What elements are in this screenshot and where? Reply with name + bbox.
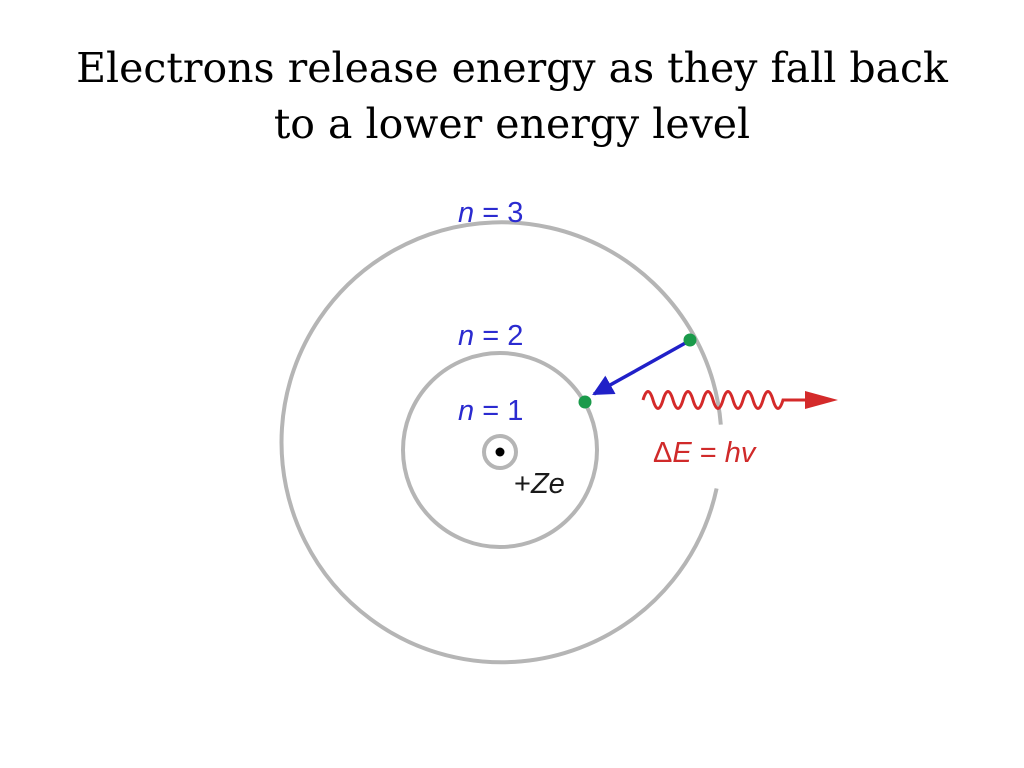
electron-initial xyxy=(683,333,697,347)
transition-arrow xyxy=(592,339,690,396)
orbit-n2 xyxy=(401,351,599,549)
nucleus-charge-label: +Ze xyxy=(514,468,565,500)
electron-final xyxy=(578,395,592,409)
orbit-n3 xyxy=(279,220,723,665)
level-label-n2: n = 2 xyxy=(458,320,523,352)
orbit-n1 xyxy=(482,434,518,470)
slide-title: Electrons release energy as they fall ba… xyxy=(40,40,984,152)
title-line-1: Electrons release energy as they fall ba… xyxy=(76,44,948,92)
level-label-n1: n = 1 xyxy=(458,395,523,427)
photon-wave xyxy=(641,390,805,410)
level-label-n3: n = 3 xyxy=(458,197,523,229)
photon-arrowhead xyxy=(805,391,838,409)
photon-energy-label: ΔE = hv xyxy=(653,437,757,469)
nucleus-dot xyxy=(495,447,505,457)
title-line-2: to a lower energy level xyxy=(273,100,751,148)
